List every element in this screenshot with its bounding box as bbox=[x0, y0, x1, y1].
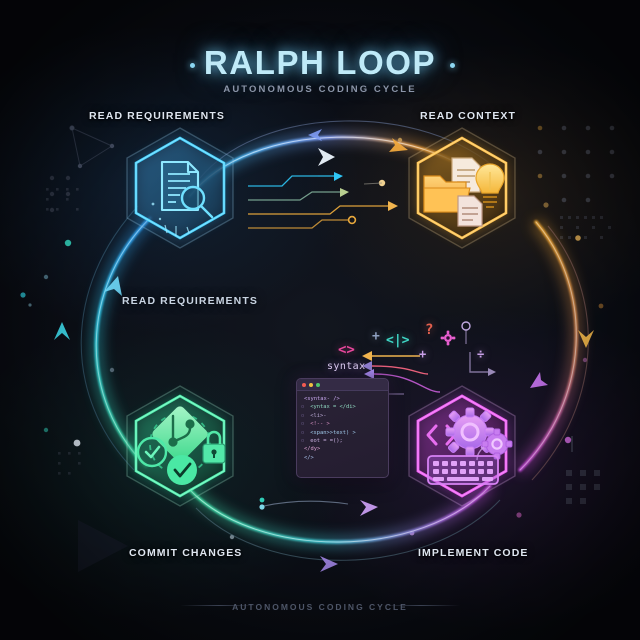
document-icon bbox=[457, 195, 483, 227]
footer-rule-left bbox=[180, 605, 258, 606]
syntax-callout-label: syntax bbox=[327, 361, 366, 372]
label-read-requirements: READ REQUIREMENTS bbox=[89, 110, 225, 122]
lock-icon bbox=[202, 430, 226, 464]
gear-icon bbox=[481, 428, 513, 460]
page-title: RALPH LOOP bbox=[203, 44, 437, 81]
symbol-divide: ÷ bbox=[477, 347, 485, 361]
code-line: o <span>>text) > bbox=[301, 429, 385, 437]
code-line: o <yntax = </di> bbox=[301, 403, 385, 411]
code-gutter: o bbox=[301, 404, 305, 411]
code-window-titlebar bbox=[297, 379, 388, 391]
traffic-light-close[interactable] bbox=[302, 382, 306, 387]
check-circle-icon bbox=[136, 436, 168, 468]
code-gutter: o bbox=[301, 412, 305, 419]
node-sparkle bbox=[151, 202, 190, 236]
code-text: <syntax- /> bbox=[304, 396, 340, 402]
code-line: o eot = =(); bbox=[301, 437, 385, 445]
code-text: <li>- bbox=[310, 412, 327, 419]
page-subtitle: AUTONOMOUS CODING CYCLE bbox=[223, 84, 417, 95]
footer-rule-right bbox=[382, 605, 460, 606]
code-text: </dy> bbox=[304, 446, 321, 453]
symbol-plus: + bbox=[372, 329, 380, 344]
keyboard-icon bbox=[427, 455, 499, 485]
label-read-context: READ CONTEXT bbox=[420, 110, 517, 122]
code-text: <yntax = </di> bbox=[310, 404, 356, 411]
symbol-question: ? bbox=[425, 322, 434, 338]
check-circle-icon bbox=[167, 455, 197, 485]
gear-icon bbox=[440, 330, 456, 349]
code-gutter: o bbox=[301, 438, 305, 445]
code-gutter: o bbox=[301, 429, 305, 436]
symbol-code: <> bbox=[338, 342, 355, 358]
code-gutter: o bbox=[301, 421, 305, 428]
code-text: <!-- > bbox=[310, 421, 330, 428]
code-text: <span>>text) > bbox=[310, 429, 356, 436]
code-text: </> bbox=[304, 454, 314, 461]
code-window-body: <syntax- />o<yntax = </di>o<li>-o<!-- >o… bbox=[297, 391, 388, 462]
code-line: o <!-- > bbox=[301, 420, 385, 428]
traffic-light-maximize[interactable] bbox=[316, 382, 320, 387]
code-line: <syntax- /> bbox=[301, 395, 385, 403]
code-line: </> bbox=[301, 454, 385, 462]
label-read-requirements-inner: READ REQUIREMENTS bbox=[122, 295, 258, 307]
label-commit-changes: COMMIT CHANGES bbox=[129, 547, 243, 559]
magnifier-icon bbox=[180, 185, 214, 219]
code-window[interactable]: <syntax- />o<yntax = </di>o<li>-o<!-- >o… bbox=[296, 378, 389, 478]
lightbulb-icon bbox=[475, 163, 505, 208]
gear-icon bbox=[445, 407, 495, 457]
code-line: </dy> bbox=[301, 445, 385, 453]
label-implement-code: IMPLEMENT CODE bbox=[418, 547, 529, 559]
code-line: o <li>- bbox=[301, 412, 385, 420]
code-text: eot = =(); bbox=[310, 438, 343, 445]
title-dot-right bbox=[450, 63, 455, 68]
traffic-light-minimize[interactable] bbox=[309, 382, 313, 387]
symbol-code: <|> bbox=[386, 333, 410, 348]
title-dot-left bbox=[190, 63, 195, 68]
footer-caption: AUTONOMOUS CODING CYCLE bbox=[232, 602, 408, 612]
symbol-plus: + bbox=[419, 347, 427, 361]
